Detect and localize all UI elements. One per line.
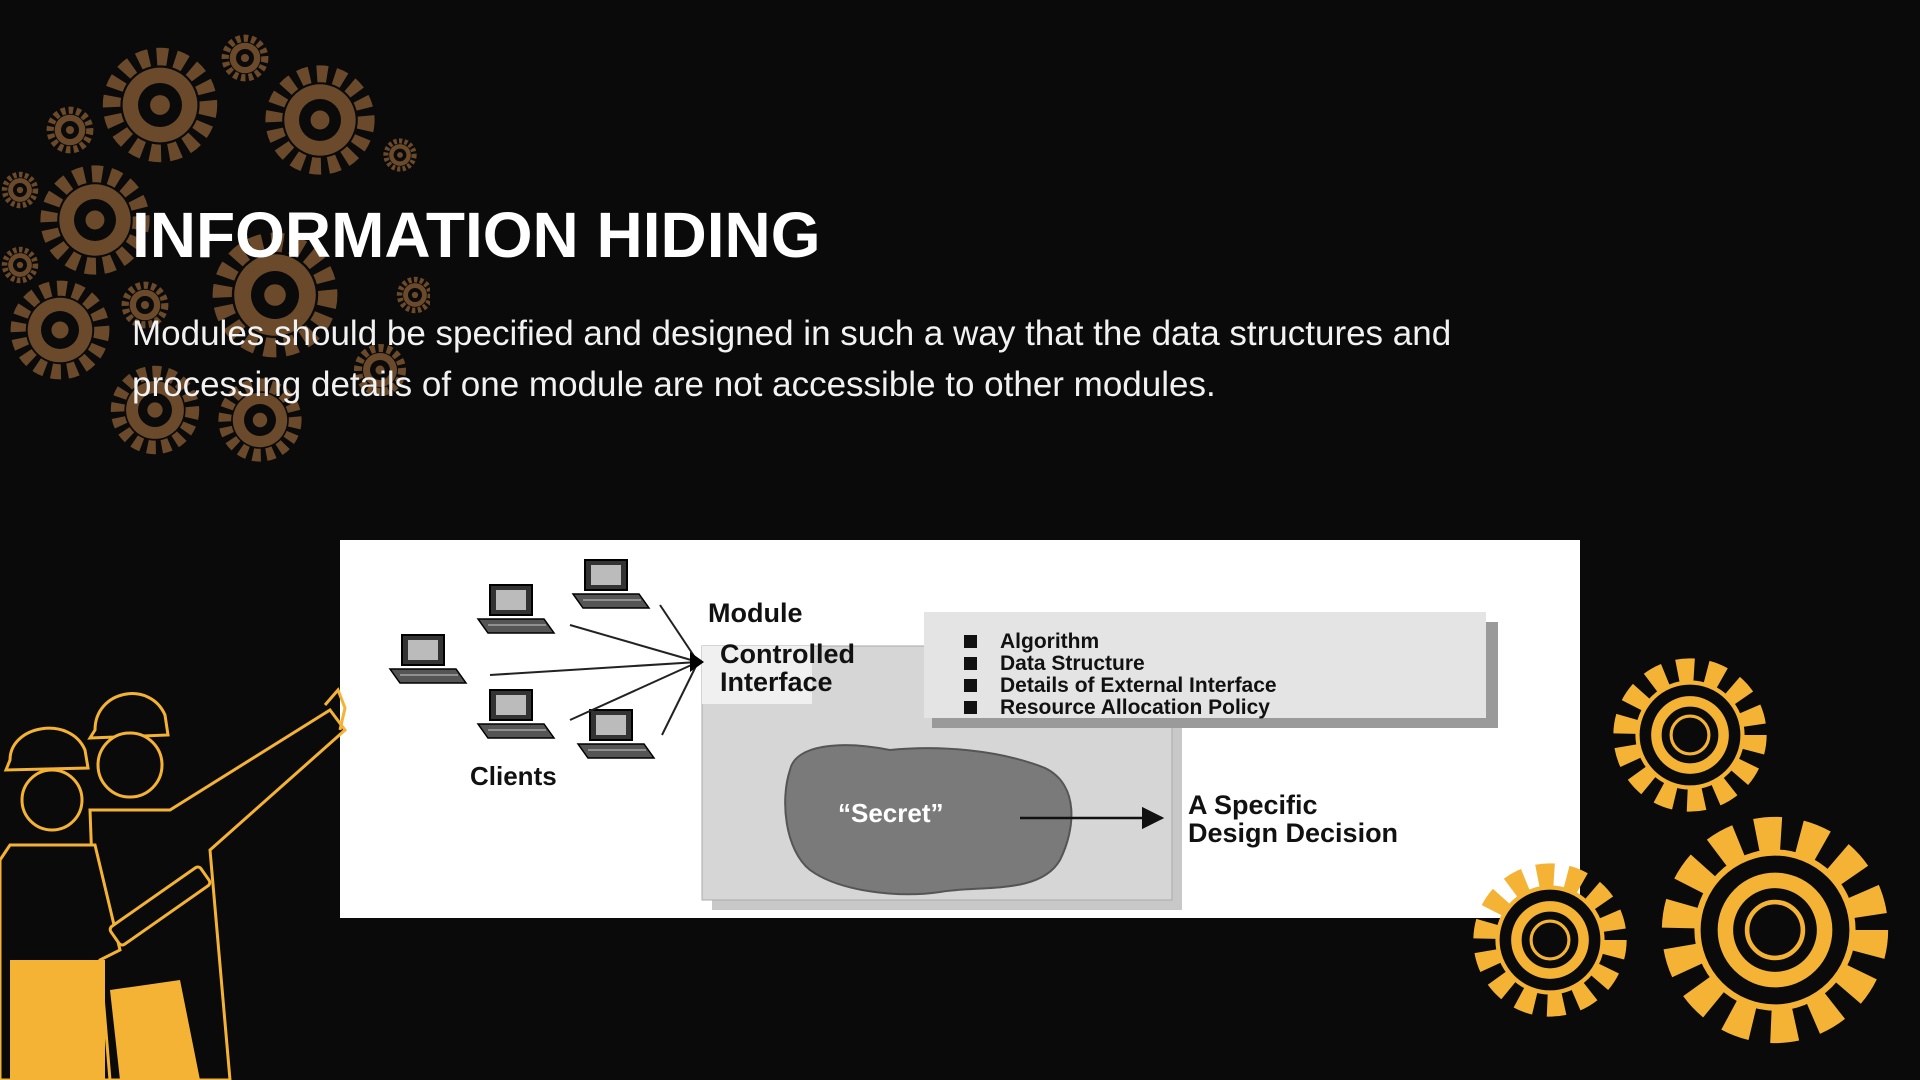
hidden-item: Data Structure	[1000, 652, 1145, 675]
hidden-item: Algorithm	[1000, 630, 1099, 653]
computer-client-icon	[572, 559, 650, 609]
hidden-item: Resource Allocation Policy	[1000, 696, 1270, 719]
engineer-workers-illustration	[0, 687, 348, 1080]
clients-label: Clients	[470, 761, 557, 791]
decision-label-line2: Design Decision	[1188, 818, 1398, 848]
slide-title: INFORMATION HIDING	[132, 199, 821, 271]
computer-client-icon	[477, 689, 555, 739]
module-label: Module	[708, 598, 803, 628]
secret-blob	[784, 744, 1073, 896]
decision-label-line1: A Specific	[1188, 790, 1318, 820]
hidden-item: Details of External Interface	[1000, 674, 1277, 697]
information-hiding-diagram: Module Controlled Interface Clients Algo…	[340, 540, 1580, 918]
gears-decoration-bottom-right	[1455, 640, 1920, 1080]
interface-label-line2: Interface	[720, 667, 833, 697]
interface-label-line1: Controlled	[720, 639, 855, 669]
hidden-items-list: Algorithm Data Structure Details of Exte…	[964, 630, 1277, 719]
computer-client-icon	[477, 584, 555, 634]
secret-label: “Secret”	[838, 798, 944, 828]
slide-body-text: Modules should be specified and designed…	[132, 314, 1452, 404]
computer-client-icon	[389, 634, 467, 684]
computer-client-icon	[577, 709, 655, 759]
